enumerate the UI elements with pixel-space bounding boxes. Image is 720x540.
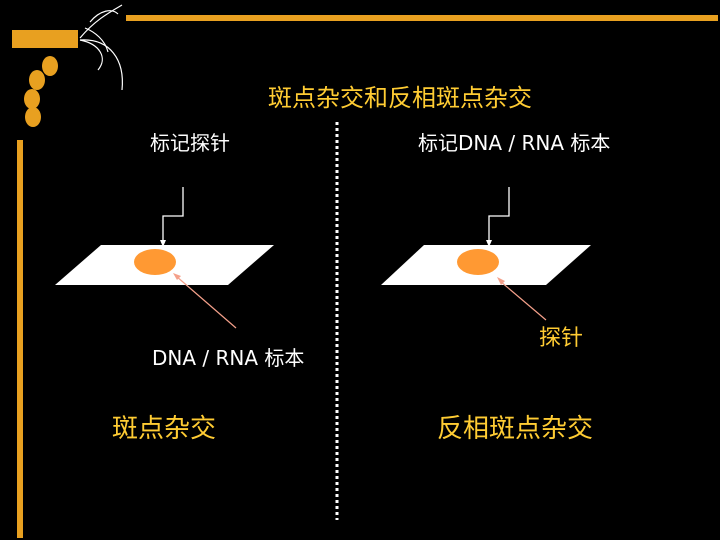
decorative-dot-icon: [25, 107, 41, 127]
pointer-line-left: [175, 275, 237, 329]
right-probe-label: 探针: [539, 326, 584, 351]
decorative-dot-icon: [29, 70, 45, 90]
right-panel-graphic: [381, 187, 591, 321]
slide-title: 斑点杂交和反相斑点杂交: [268, 84, 532, 112]
sample-dot-left: [134, 249, 176, 275]
corner-block: [12, 30, 78, 48]
left-caption: 斑点杂交: [112, 414, 217, 444]
right-heading: 标记DNA / RNA 标本: [418, 131, 611, 155]
pointer-arrowhead-right-icon: [497, 277, 505, 285]
top-accent-bar: [126, 15, 718, 21]
pointer-line-right: [499, 280, 547, 321]
left-heading: 标记探针: [150, 131, 230, 155]
left-sample-label: DNA / RNA 标本: [152, 346, 305, 370]
pointer-arrowhead-left-icon: [173, 273, 181, 280]
left-accent-bar: [17, 140, 23, 538]
arrowhead-right-icon: [486, 240, 492, 247]
right-caption: 反相斑点杂交: [437, 414, 594, 444]
decorative-vine-icon: [79, 4, 123, 91]
probe-arrow-left: [162, 187, 184, 243]
decorative-dot-icon: [42, 56, 58, 76]
sample-dot-right: [457, 249, 499, 275]
probe-arrow-right: [488, 187, 510, 243]
left-panel-graphic: [55, 187, 274, 329]
decorative-dot-icon: [24, 89, 40, 109]
corner-decoration: [12, 4, 718, 538]
arrowhead-left-icon: [160, 240, 166, 247]
